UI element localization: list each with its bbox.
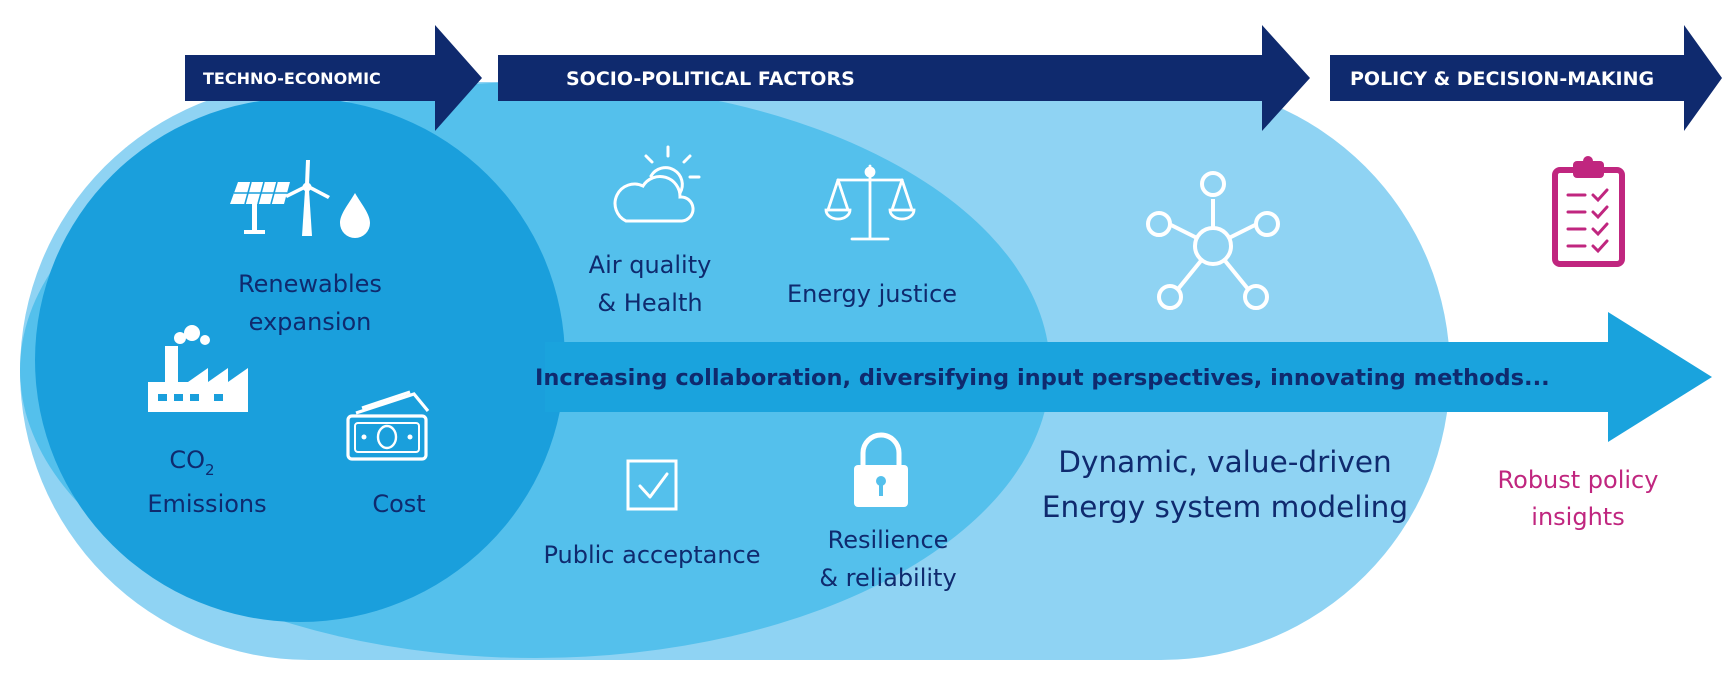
header-policy-label: POLICY & DECISION-MAKING (1350, 68, 1654, 90)
padlock-icon (854, 432, 908, 507)
renewables-label-line2: expansion (249, 308, 372, 336)
air-quality-label-line1: Air quality (589, 251, 712, 279)
inner-blob (35, 98, 565, 622)
sun-cloud-icon (613, 145, 701, 223)
header-techno-economic-label: TECHNO-ECONOMIC (203, 69, 381, 88)
cost-label: Cost (372, 490, 425, 518)
modeling-label-line2: Energy system modeling (1042, 490, 1408, 524)
public-acceptance-label: Public acceptance (543, 541, 760, 569)
modeling-label-line1: Dynamic, value-driven (1058, 445, 1391, 479)
clipboard-checklist-icon (1552, 156, 1625, 267)
air-quality-label-line2: & Health (597, 289, 702, 317)
checkbox-icon (626, 459, 678, 511)
header-arrow-policy: POLICY & DECISION-MAKING (1330, 25, 1722, 131)
solar-panel-icon (230, 181, 290, 234)
factory-icon (148, 325, 248, 412)
policy-insights-label-line1: Robust policy (1498, 466, 1659, 494)
network-icon (1146, 171, 1280, 310)
renewables-label-line1: Renewables (238, 270, 382, 298)
resilience-label-line2: & reliability (819, 564, 956, 592)
header-arrow-socio-political: SOCIO-POLITICAL FACTORS (498, 25, 1310, 131)
emissions-label: Emissions (147, 490, 266, 518)
wind-turbine-icon (285, 160, 330, 236)
collaboration-arrow-text: Increasing collaboration, diversifying i… (535, 365, 1550, 391)
policy-insights-label-line2: insights (1531, 503, 1624, 531)
money-icon (346, 390, 430, 461)
resilience-label-line1: Resilience (828, 526, 949, 554)
header-arrow-techno-economic: TECHNO-ECONOMIC (185, 25, 482, 131)
collaboration-arrow (545, 312, 1712, 442)
co2-label: CO2 (169, 446, 214, 479)
energy-justice-label: Energy justice (787, 280, 957, 308)
water-drop-icon (340, 193, 370, 238)
justice-scale-icon (824, 164, 916, 241)
header-socio-political-label: SOCIO-POLITICAL FACTORS (566, 68, 855, 90)
